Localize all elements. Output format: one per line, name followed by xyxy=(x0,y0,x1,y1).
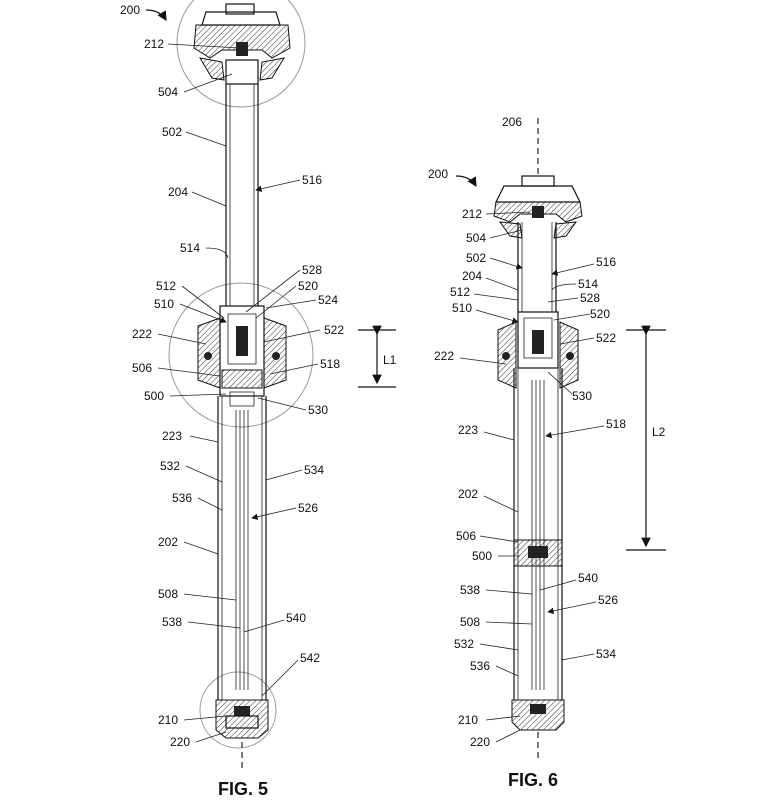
label-204: 204 xyxy=(462,269,482,283)
label-522: 522 xyxy=(324,323,344,337)
label-540: 540 xyxy=(286,611,306,625)
saddle-clamp-head xyxy=(193,3,291,85)
label-222: 222 xyxy=(434,349,454,363)
detail-circle-middle xyxy=(168,282,314,428)
label-504: 504 xyxy=(158,85,178,99)
figure-5: L1 xyxy=(120,0,397,799)
labels-fig5: 200 212 504 502 204 516 514 512 528 510 … xyxy=(120,3,344,799)
label-538: 538 xyxy=(460,583,480,597)
label-536: 536 xyxy=(172,491,192,505)
label-518: 518 xyxy=(320,357,340,371)
label-223: 223 xyxy=(458,423,478,437)
label-510: 510 xyxy=(154,297,174,311)
label-532: 532 xyxy=(454,637,474,651)
label-540: 540 xyxy=(578,571,598,585)
label-530: 530 xyxy=(308,403,328,417)
label-516: 516 xyxy=(302,173,322,187)
label-212: 212 xyxy=(144,37,164,51)
label-532: 532 xyxy=(160,459,180,473)
detail-circle-bottom xyxy=(199,671,277,749)
label-500: 500 xyxy=(144,389,164,403)
detail-circle-top xyxy=(176,0,306,108)
label-222: 222 xyxy=(132,327,152,341)
figure-6-caption: FIG. 6 xyxy=(508,770,558,790)
saddle-clamp-head-fig6 xyxy=(493,175,583,239)
figure-5-caption: FIG. 5 xyxy=(218,779,268,799)
label-210: 210 xyxy=(158,713,178,727)
label-538: 538 xyxy=(162,615,182,629)
label-542: 542 xyxy=(300,651,320,665)
label-508: 508 xyxy=(158,587,178,601)
label-514: 514 xyxy=(578,277,598,291)
upper-tube-fig6 xyxy=(517,222,557,312)
valve-collar xyxy=(197,305,287,407)
label-223: 223 xyxy=(162,429,182,443)
dimension-label-l1: L1 xyxy=(383,353,397,367)
lower-tube-fig6 xyxy=(513,368,563,700)
label-502: 502 xyxy=(466,251,486,265)
label-212: 212 xyxy=(462,207,482,221)
bottom-cap-fig6 xyxy=(511,699,565,731)
label-512: 512 xyxy=(450,285,470,299)
dimension-l1: L1 xyxy=(358,325,397,388)
label-516: 516 xyxy=(596,255,616,269)
label-534: 534 xyxy=(596,647,616,661)
label-526: 526 xyxy=(598,593,618,607)
label-520: 520 xyxy=(590,307,610,321)
label-522: 522 xyxy=(596,331,616,345)
label-508: 508 xyxy=(460,615,480,629)
labels-fig6: 206 200 212 504 502 516 204 514 512 528 … xyxy=(428,115,626,790)
label-528: 528 xyxy=(302,263,322,277)
label-202: 202 xyxy=(158,535,178,549)
label-210: 210 xyxy=(458,713,478,727)
label-506: 506 xyxy=(132,361,152,375)
label-530: 530 xyxy=(572,389,592,403)
lower-tube xyxy=(217,396,267,700)
upper-tube xyxy=(225,84,259,306)
label-202: 202 xyxy=(458,487,478,501)
leader-lines-fig5 xyxy=(145,9,321,743)
label-220: 220 xyxy=(470,735,490,749)
bottom-cap xyxy=(215,699,269,739)
label-526: 526 xyxy=(298,501,318,515)
label-200: 200 xyxy=(428,167,448,181)
label-512: 512 xyxy=(156,279,176,293)
label-524: 524 xyxy=(318,293,338,307)
label-536: 536 xyxy=(470,659,490,673)
dimension-label-l2: L2 xyxy=(652,425,666,439)
label-534: 534 xyxy=(304,463,324,477)
label-502: 502 xyxy=(162,125,182,139)
label-520: 520 xyxy=(298,279,318,293)
label-500: 500 xyxy=(472,549,492,563)
label-504: 504 xyxy=(466,231,486,245)
label-200: 200 xyxy=(120,3,140,17)
dimension-l2: L2 xyxy=(626,325,666,551)
figure-6: L2 xyxy=(428,115,666,790)
label-220: 220 xyxy=(170,735,190,749)
label-518: 518 xyxy=(606,417,626,431)
valve-collar-fig6 xyxy=(497,311,579,389)
label-204: 204 xyxy=(168,185,188,199)
label-510: 510 xyxy=(452,301,472,315)
label-514: 514 xyxy=(180,241,200,255)
leader-lines-fig6 xyxy=(455,175,605,743)
label-206: 206 xyxy=(502,115,522,129)
label-506: 506 xyxy=(456,529,476,543)
label-528: 528 xyxy=(580,291,600,305)
